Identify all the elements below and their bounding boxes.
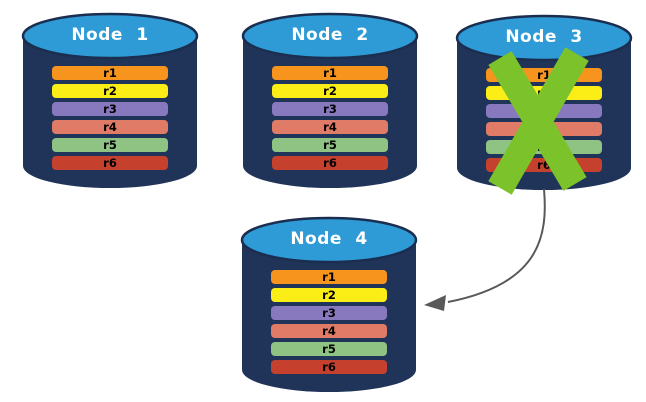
record-bar: r1	[486, 68, 602, 82]
record-bar: r1	[52, 66, 168, 80]
record-bar: r6	[486, 158, 602, 172]
record-label: r5	[103, 138, 117, 152]
record-bar: r5	[271, 342, 387, 356]
record-list: r1 r2 r3 r4 r5 r6	[486, 68, 602, 176]
record-bar: r3	[52, 102, 168, 116]
node-label: Node 2	[291, 25, 369, 45]
record-label: r1	[323, 66, 337, 80]
record-list: r1 r2 r3 r4 r5 r6	[272, 66, 388, 174]
record-bar: r3	[486, 104, 602, 118]
record-label: r3	[323, 102, 337, 116]
record-label: r5	[322, 342, 336, 356]
record-label: r2	[537, 86, 551, 100]
record-bar: r4	[52, 120, 168, 134]
record-bar: r4	[272, 120, 388, 134]
record-bar: r6	[52, 156, 168, 170]
record-label: r6	[322, 360, 336, 374]
record-bar: r1	[271, 270, 387, 284]
record-label: r6	[103, 156, 117, 170]
record-bar: r5	[486, 140, 602, 154]
record-bar: r3	[271, 306, 387, 320]
record-label: r6	[323, 156, 337, 170]
record-bar: r3	[272, 102, 388, 116]
record-list: r1 r2 r3 r4 r5 r6	[52, 66, 168, 174]
record-bar: r5	[272, 138, 388, 152]
record-label: r2	[103, 84, 117, 98]
node-1: Node 1 r1 r2 r3 r4 r5 r6	[20, 6, 200, 190]
record-label: r2	[323, 84, 337, 98]
record-label: r4	[323, 120, 337, 134]
record-label: r1	[322, 270, 336, 284]
node-4: Node 4 r1 r2 r3 r4 r5 r6	[239, 210, 419, 394]
record-label: r4	[103, 120, 117, 134]
record-label: r1	[537, 68, 551, 82]
record-label: r3	[322, 306, 336, 320]
record-label: r3	[537, 104, 551, 118]
record-list: r1 r2 r3 r4 r5 r6	[271, 270, 387, 378]
node-label: Node 1	[71, 25, 149, 45]
record-bar: r2	[486, 86, 602, 100]
node-3: Node 3 r1 r2 r3 r4 r5 r6	[454, 8, 634, 192]
record-label: r4	[322, 324, 336, 338]
record-bar: r6	[272, 156, 388, 170]
node-label: Node 4	[290, 229, 368, 249]
record-bar: r2	[52, 84, 168, 98]
record-bar: r5	[52, 138, 168, 152]
record-bar: r4	[486, 122, 602, 136]
record-bar: r1	[272, 66, 388, 80]
node-2: Node 2 r1 r2 r3 r4 r5 r6	[240, 6, 420, 190]
record-label: r3	[103, 102, 117, 116]
record-label: r5	[537, 140, 551, 154]
record-bar: r2	[272, 84, 388, 98]
record-label: r6	[537, 158, 551, 172]
node-label: Node 3	[505, 27, 583, 47]
replication-arrow	[424, 188, 546, 311]
record-label: r4	[537, 122, 551, 136]
record-bar: r2	[271, 288, 387, 302]
record-bar: r4	[271, 324, 387, 338]
record-label: r5	[323, 138, 337, 152]
record-label: r2	[322, 288, 336, 302]
record-label: r1	[103, 66, 117, 80]
record-bar: r6	[271, 360, 387, 374]
